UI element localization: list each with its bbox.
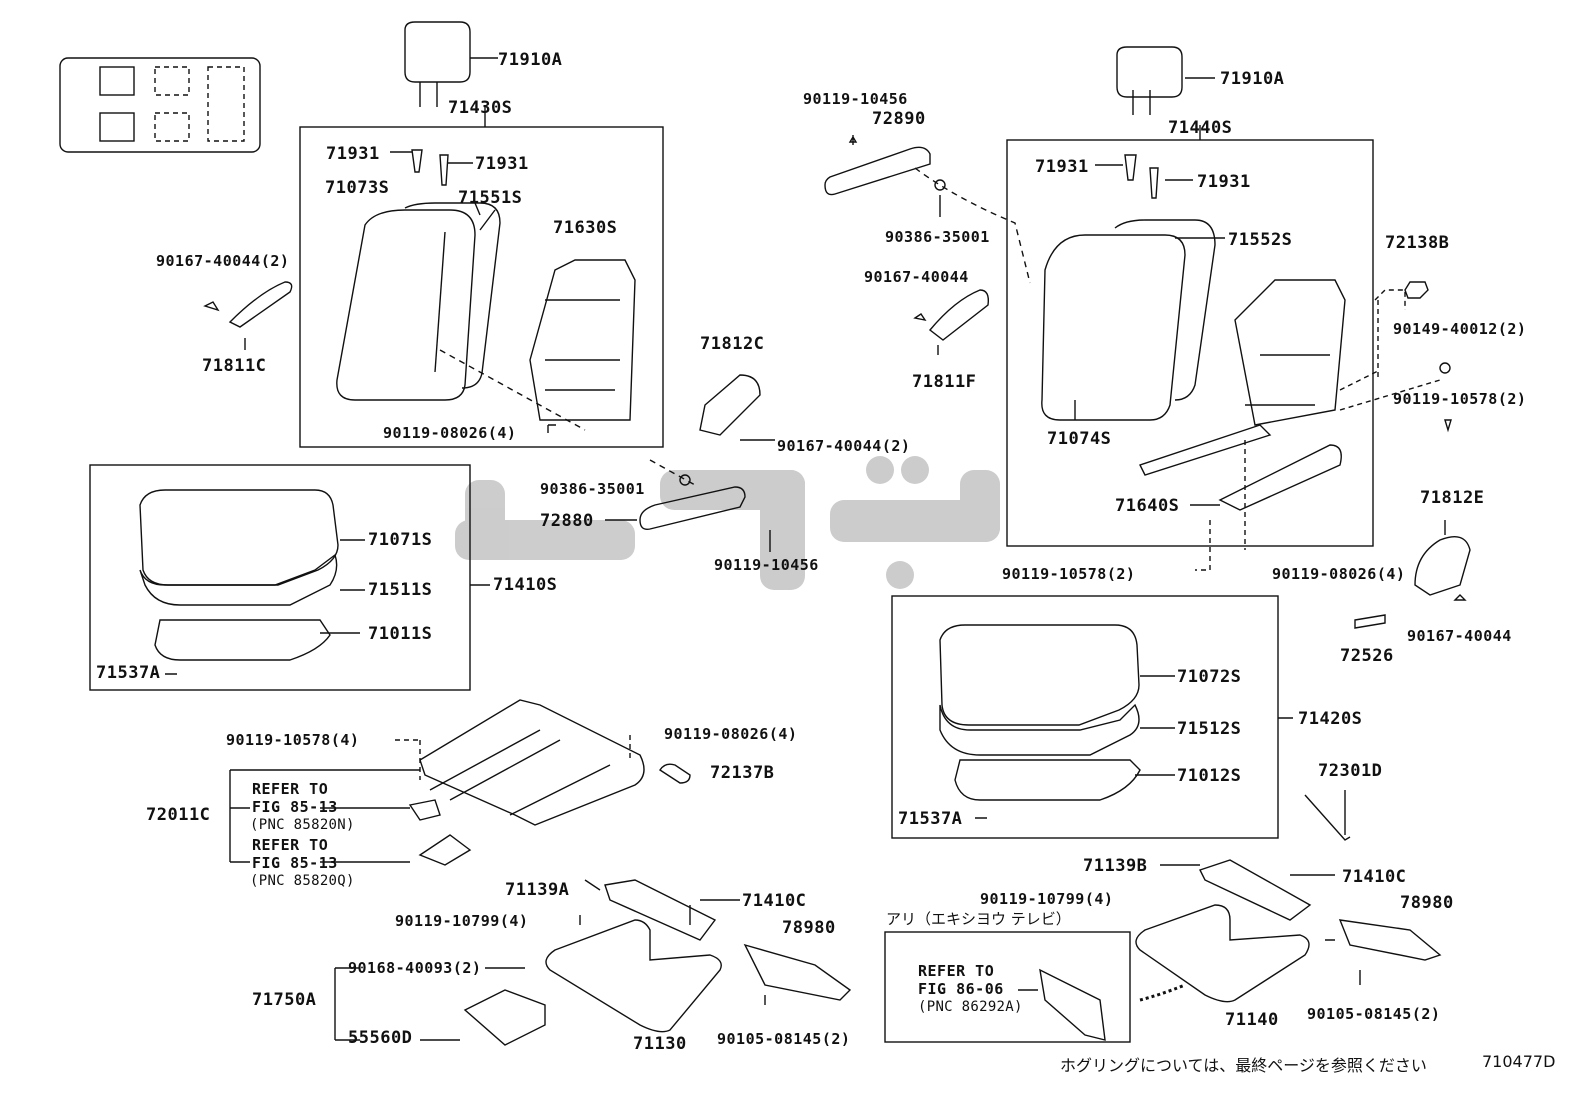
- refer-text: REFER TO: [252, 836, 329, 854]
- part-label-71410C: 71410C: [742, 891, 807, 911]
- part-label-71071S: 71071S: [368, 530, 433, 550]
- part-label-71537A: 71537A: [96, 663, 161, 683]
- part-label-90119-10799-4: 90119-10799(4): [980, 890, 1114, 908]
- part-label-71750A: 71750A: [252, 990, 317, 1010]
- right-seatback-group: [1006, 46, 1452, 571]
- part-label-90386-35001: 90386-35001: [540, 480, 645, 498]
- refer-text: REFER TO: [252, 780, 329, 798]
- part-label-71512S: 71512S: [1177, 719, 1242, 739]
- part-label-71420S: 71420S: [1298, 709, 1363, 729]
- right-recliner-cover: [1354, 520, 1471, 629]
- part-label-71640S: 71640S: [1115, 496, 1180, 516]
- part-label-71140: 71140: [1225, 1010, 1279, 1030]
- left-seat-track: [229, 699, 691, 866]
- part-label-71410C: 71410C: [1342, 867, 1407, 887]
- part-label-90105-08145-2: 90105-08145(2): [717, 1030, 851, 1048]
- refer-text: (PNC 85820N): [250, 817, 355, 833]
- part-label-71811F: 71811F: [912, 372, 977, 392]
- watermark-logo: [455, 456, 1000, 590]
- part-label-71910A: 71910A: [1220, 69, 1285, 89]
- part-label-90149-40012-2: 90149-40012(2): [1393, 320, 1527, 338]
- part-label-71552S: 71552S: [1228, 230, 1293, 250]
- part-label-71130: 71130: [633, 1034, 687, 1054]
- option-note: アリ（エキシヨウ テレビ）: [886, 910, 1071, 928]
- refer-text: FIG 85-13: [252, 854, 338, 872]
- right-armrest-parts: [824, 135, 1031, 355]
- part-label-78980: 78980: [782, 918, 836, 938]
- part-label-71139A: 71139A: [505, 880, 570, 900]
- right-lower-parts: [884, 790, 1442, 1043]
- part-label-90167-40044: 90167-40044: [864, 268, 969, 286]
- part-label-72301D: 72301D: [1318, 761, 1383, 781]
- part-label-90168-40093-2: 90168-40093(2): [348, 959, 482, 977]
- left-lower-parts: [334, 879, 852, 1046]
- footer-note: ホグリングについては、最終ページを参照ください: [1060, 1056, 1427, 1075]
- refer-text: (PNC 85820Q): [250, 873, 355, 889]
- part-label-71630S: 71630S: [553, 218, 618, 238]
- part-label-71410S: 71410S: [493, 575, 558, 595]
- diagram-code: 710477D: [1482, 1052, 1556, 1071]
- part-label-90105-08145-2: 90105-08145(2): [1307, 1005, 1441, 1023]
- part-label-71931: 71931: [1035, 157, 1089, 177]
- part-label-90386-35001: 90386-35001: [885, 228, 990, 246]
- part-label-90119-10456: 90119-10456: [714, 556, 819, 574]
- refer-text: REFER TO: [918, 962, 995, 980]
- left-recliner-parts: [203, 281, 775, 552]
- part-label-72890: 72890: [872, 109, 926, 129]
- part-label-78980: 78980: [1400, 893, 1454, 913]
- part-label-71430S: 71430S: [448, 98, 513, 118]
- part-label-90119-10456: 90119-10456: [803, 90, 908, 108]
- part-label-72880: 72880: [540, 511, 594, 531]
- part-label-90119-10578-2: 90119-10578(2): [1002, 565, 1136, 583]
- part-label-72137B: 72137B: [710, 763, 775, 783]
- part-label-90119-08026-4: 90119-08026(4): [1272, 565, 1406, 583]
- part-label-71511S: 71511S: [368, 580, 433, 600]
- part-label-71537A: 71537A: [898, 809, 963, 829]
- left-cushion-group: [89, 464, 490, 691]
- part-label-71910A: 71910A: [498, 50, 563, 70]
- part-label-71812C: 71812C: [700, 334, 765, 354]
- part-label-90119-08026-4: 90119-08026(4): [664, 725, 798, 743]
- part-label-71551S: 71551S: [458, 188, 523, 208]
- part-label-90167-40044-2: 90167-40044(2): [777, 437, 911, 455]
- part-label-90119-10799-4: 90119-10799(4): [395, 912, 529, 930]
- part-label-71012S: 71012S: [1177, 766, 1242, 786]
- part-label-72526: 72526: [1340, 646, 1394, 666]
- part-label-55560D: 55560D: [348, 1028, 413, 1048]
- part-label-90119-10578-2: 90119-10578(2): [1393, 390, 1527, 408]
- left-seatback-group: [299, 21, 664, 448]
- part-label-71011S: 71011S: [368, 624, 433, 644]
- right-cushion-group: [891, 595, 1293, 839]
- part-label-90167-40044-2: 90167-40044(2): [156, 252, 290, 270]
- part-label-71931: 71931: [1197, 172, 1251, 192]
- part-label-90167-40044: 90167-40044: [1407, 627, 1512, 645]
- part-label-90119-10578-4: 90119-10578(4): [226, 731, 360, 749]
- part-label-71440S: 71440S: [1168, 118, 1233, 138]
- part-label-71074S: 71074S: [1047, 429, 1112, 449]
- part-label-71073S: 71073S: [325, 178, 390, 198]
- part-label-72011C: 72011C: [146, 805, 211, 825]
- part-label-71931: 71931: [475, 154, 529, 174]
- part-label-71072S: 71072S: [1177, 667, 1242, 687]
- part-label-71812E: 71812E: [1420, 488, 1485, 508]
- part-label-71139B: 71139B: [1083, 856, 1148, 876]
- part-label-71931: 71931: [326, 144, 380, 164]
- refer-text: FIG 85-13: [252, 798, 338, 816]
- part-label-90119-08026-4: 90119-08026(4): [383, 424, 517, 442]
- part-label-71811C: 71811C: [202, 356, 267, 376]
- refer-text: FIG 86-06: [918, 980, 1004, 998]
- part-label-72138B: 72138B: [1385, 233, 1450, 253]
- refer-text: (PNC 86292A): [918, 999, 1023, 1015]
- legend-key: [59, 57, 261, 153]
